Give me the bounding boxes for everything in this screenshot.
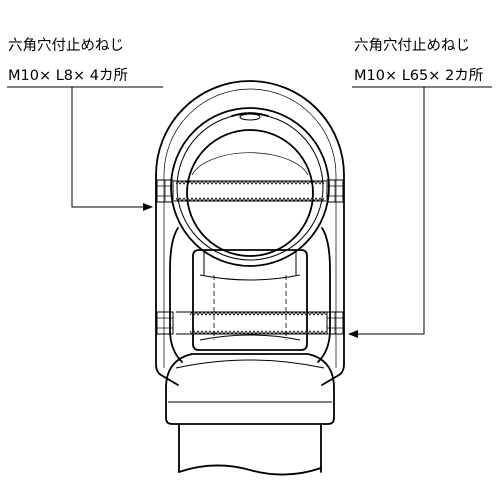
callout-left: 六角穴付止めねじ M10× L8× 4カ所 <box>7 37 163 211</box>
body-outer-outline <box>155 80 345 386</box>
pipe-break-line <box>178 464 322 476</box>
left-set-screw-upper <box>156 179 174 203</box>
tee-fitting <box>155 80 345 476</box>
right-set-screw-lower <box>326 311 344 335</box>
right-side-pocket <box>317 227 331 363</box>
neck-inner-curve <box>175 359 325 369</box>
pipe-outline <box>178 423 322 473</box>
pipe-collar <box>165 387 335 425</box>
callout-left-spec: M10× L8× 4カ所 <box>8 67 128 84</box>
lower-thread <box>176 311 342 335</box>
bore-ring-inner <box>186 129 314 257</box>
callout-right-name: 六角穴付止めねじ <box>354 37 470 54</box>
top-lug-slot <box>239 113 261 121</box>
lower-opening-arc-bottom <box>199 334 301 341</box>
lower-opening <box>192 249 308 351</box>
bore-shade <box>191 152 309 176</box>
upper-thread <box>174 180 326 202</box>
callout-left-leader <box>71 87 153 211</box>
left-side-pocket <box>169 227 183 363</box>
right-set-screw-upper <box>326 179 344 203</box>
bore-ring-outer <box>170 107 330 267</box>
body-rim-line <box>163 88 337 368</box>
neck-outline <box>165 353 335 389</box>
lower-opening-arc-top <box>199 274 301 281</box>
callout-right-spec: M10× L65× 2カ所 <box>354 67 483 84</box>
bore-ring-middle <box>176 113 324 261</box>
callout-left-name: 六角穴付止めねじ <box>8 37 124 54</box>
left-set-screw-lower <box>156 311 174 335</box>
callout-right-leader <box>348 87 425 338</box>
callout-right: 六角穴付止めねじ M10× L65× 2カ所 <box>348 37 492 338</box>
